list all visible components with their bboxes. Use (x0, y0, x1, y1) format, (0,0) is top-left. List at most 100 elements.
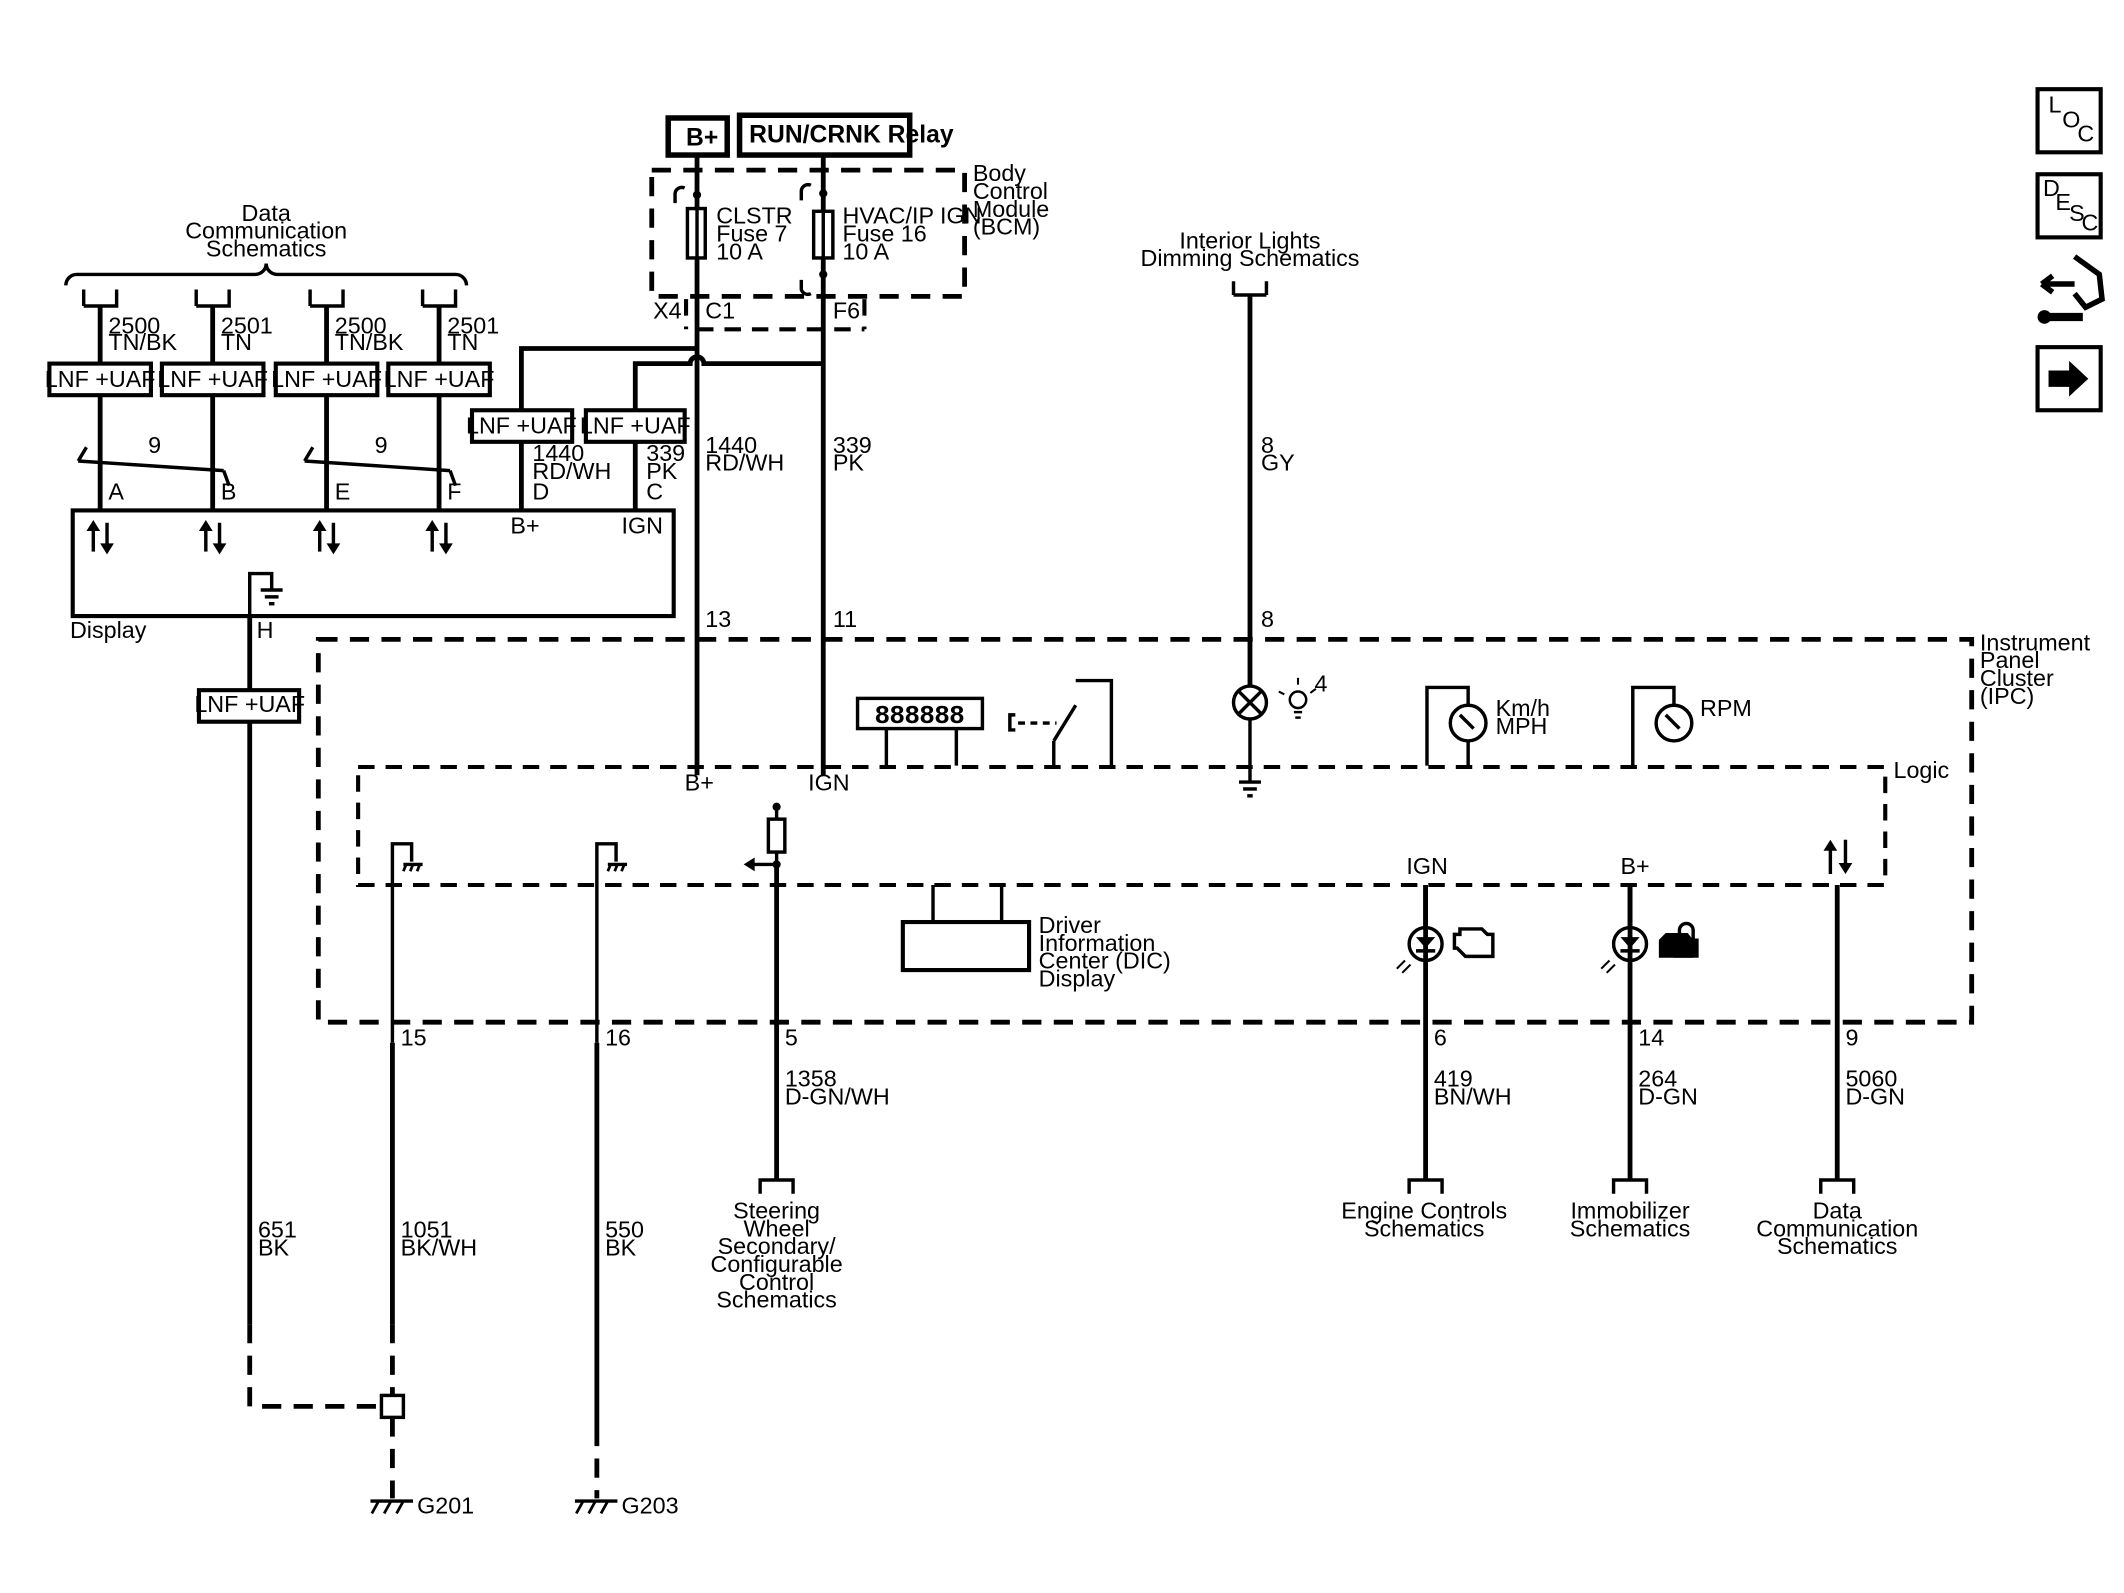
engine-icon (1452, 927, 1495, 959)
pin-13: 13 (705, 606, 731, 632)
bidirectional-arrow-icon (312, 520, 341, 555)
svg-text:264: 264 (1638, 1066, 1677, 1092)
svg-text:BK: BK (258, 1234, 290, 1260)
display-ground-icon (248, 571, 283, 617)
loc-letter-o: O (2062, 107, 2080, 133)
svg-text:D-GN: D-GN (1638, 1084, 1698, 1110)
bcm-label: Body Control Module (BCM) (973, 160, 1049, 240)
svg-text:D-GN/WH: D-GN/WH (785, 1084, 890, 1110)
svg-text:339: 339 (646, 440, 685, 466)
svg-text:LNF +UAF: LNF +UAF (45, 366, 156, 392)
svg-text:1358: 1358 (785, 1066, 837, 1092)
wire-419-label: 419 BN/WH (1434, 1066, 1512, 1110)
light-bulb-icon: 4 (1278, 671, 1327, 719)
bidirectional-arrow-icon (425, 520, 453, 555)
svg-text:651: 651 (258, 1217, 297, 1243)
loc-letter-c: C (2077, 120, 2094, 146)
location-button[interactable]: L O C (2035, 87, 2103, 155)
svg-text:Engine Controls: Engine Controls (1341, 1197, 1507, 1223)
desc-letter-c: C (2081, 210, 2098, 236)
svg-text:5060: 5060 (1845, 1066, 1897, 1092)
ground-splice-icon (379, 1393, 406, 1420)
display-comm-arrows (86, 520, 453, 555)
dic-label: Driver Information Center (DIC) Display (1039, 912, 1171, 992)
svg-text:4: 4 (1314, 671, 1327, 697)
dic-display-icon (900, 885, 1032, 973)
svg-text:2501: 2501 (221, 312, 273, 338)
svg-text:TN/BK: TN/BK (335, 329, 404, 355)
illumination-switch-icon (1008, 678, 1114, 766)
odometer-display-icon: 888888 (855, 696, 985, 766)
ipc-bplus-pin: B+ (685, 769, 714, 795)
wire-1440-label: 1440 RD/WH (705, 432, 784, 476)
wire-264-label: 264 D-GN (1638, 1066, 1698, 1110)
desc-letter-d: D (2043, 175, 2060, 201)
svg-text:C: C (646, 478, 663, 504)
svg-text:Control: Control (739, 1269, 814, 1295)
immobilizer-schematics-label[interactable]: Immobilizer Schematics (1570, 1197, 1691, 1241)
right-arrow-icon[interactable] (2035, 345, 2103, 413)
svg-text:Wheel: Wheel (744, 1215, 810, 1241)
svg-text:Configurable: Configurable (711, 1251, 843, 1277)
pin-16: 16 (605, 1025, 631, 1051)
svg-text:2501: 2501 (447, 312, 499, 338)
twisted-pair-1: 9 (76, 432, 231, 487)
svg-text:2500: 2500 (108, 312, 160, 338)
svg-text:BK/WH: BK/WH (401, 1234, 477, 1260)
wire-5060-label: 5060 D-GN (1845, 1066, 1905, 1110)
datacomm-schematics-label[interactable]: Data Communication Schematics (1756, 1197, 1918, 1259)
fuse-16: HVAC/IP IGN Fuse 16 10 A (799, 170, 982, 297)
svg-text:Center (DIC): Center (DIC) (1039, 948, 1171, 974)
display-bplus-pin: B+ (510, 513, 539, 539)
svg-text:TN: TN (447, 329, 478, 355)
wire-550-label: 550 BK (605, 1217, 644, 1261)
pin-9: 9 (1845, 1025, 1858, 1051)
svg-text:1051: 1051 (401, 1217, 453, 1243)
svg-text:PK: PK (833, 450, 865, 476)
svg-text:D-GN: D-GN (1845, 1084, 1905, 1110)
connector-c1: C1 (705, 297, 735, 323)
description-button[interactable]: D E S C (2035, 172, 2103, 240)
bidirectional-arrow-icon (198, 520, 227, 555)
svg-text:Communication: Communication (1756, 1215, 1918, 1241)
svg-text:Steering: Steering (733, 1197, 820, 1223)
ground-16-icon (595, 842, 628, 1043)
ground-g203-icon: G203 (574, 1492, 679, 1518)
svg-text:2500: 2500 (335, 312, 387, 338)
svg-text:D: D (532, 478, 549, 504)
svg-text:419: 419 (1434, 1066, 1473, 1092)
display-label: Display (70, 617, 147, 643)
wire-339-label: 339 PK (833, 432, 872, 476)
svg-text:Km/h: Km/h (1496, 695, 1550, 721)
svg-text:G201: G201 (417, 1492, 474, 1518)
svg-text:Body: Body (973, 160, 1026, 186)
svg-text:10 A: 10 A (842, 238, 889, 264)
svg-text:Interior Lights: Interior Lights (1179, 227, 1320, 253)
bplus-supply: B+ (665, 115, 730, 158)
svg-text:LNF +UAF: LNF +UAF (194, 691, 305, 717)
display-ign-pin: IGN (622, 513, 663, 539)
speedometer-gauge-icon: Km/h MPH (1425, 685, 1550, 766)
desc-letter-e: E (2055, 189, 2071, 215)
bidirectional-arrow-icon (86, 520, 114, 555)
svg-text:LNF +UAF: LNF +UAF (384, 366, 495, 392)
steering-schematics-label[interactable]: Steering Wheel Secondary/ Configurable C… (711, 1197, 843, 1312)
svg-text:CLSTR: CLSTR (716, 203, 792, 229)
engine-schematics-label[interactable]: Engine Controls Schematics (1341, 1197, 1507, 1241)
ground-g201-icon: G201 (370, 1492, 474, 1518)
wrench-arrow-icon[interactable] (2037, 254, 2105, 324)
svg-text:Instrument: Instrument (1980, 629, 2091, 655)
svg-text:Schematics: Schematics (206, 236, 326, 262)
wire-8-gy-label: 8 GY (1261, 432, 1295, 476)
svg-text:Driver: Driver (1039, 912, 1101, 938)
dimming-lamp-icon (1231, 684, 1269, 798)
svg-text:BK: BK (605, 1234, 637, 1260)
pin-5: 5 (785, 1025, 798, 1051)
svg-text:LNF +UAF: LNF +UAF (271, 366, 382, 392)
pin-11: 11 (833, 606, 857, 632)
svg-text:Schematics: Schematics (716, 1287, 836, 1313)
lnf-uaf-c: LNF +UAF (580, 408, 691, 444)
svg-text:1440: 1440 (532, 440, 584, 466)
pin-15: 15 (401, 1025, 427, 1051)
